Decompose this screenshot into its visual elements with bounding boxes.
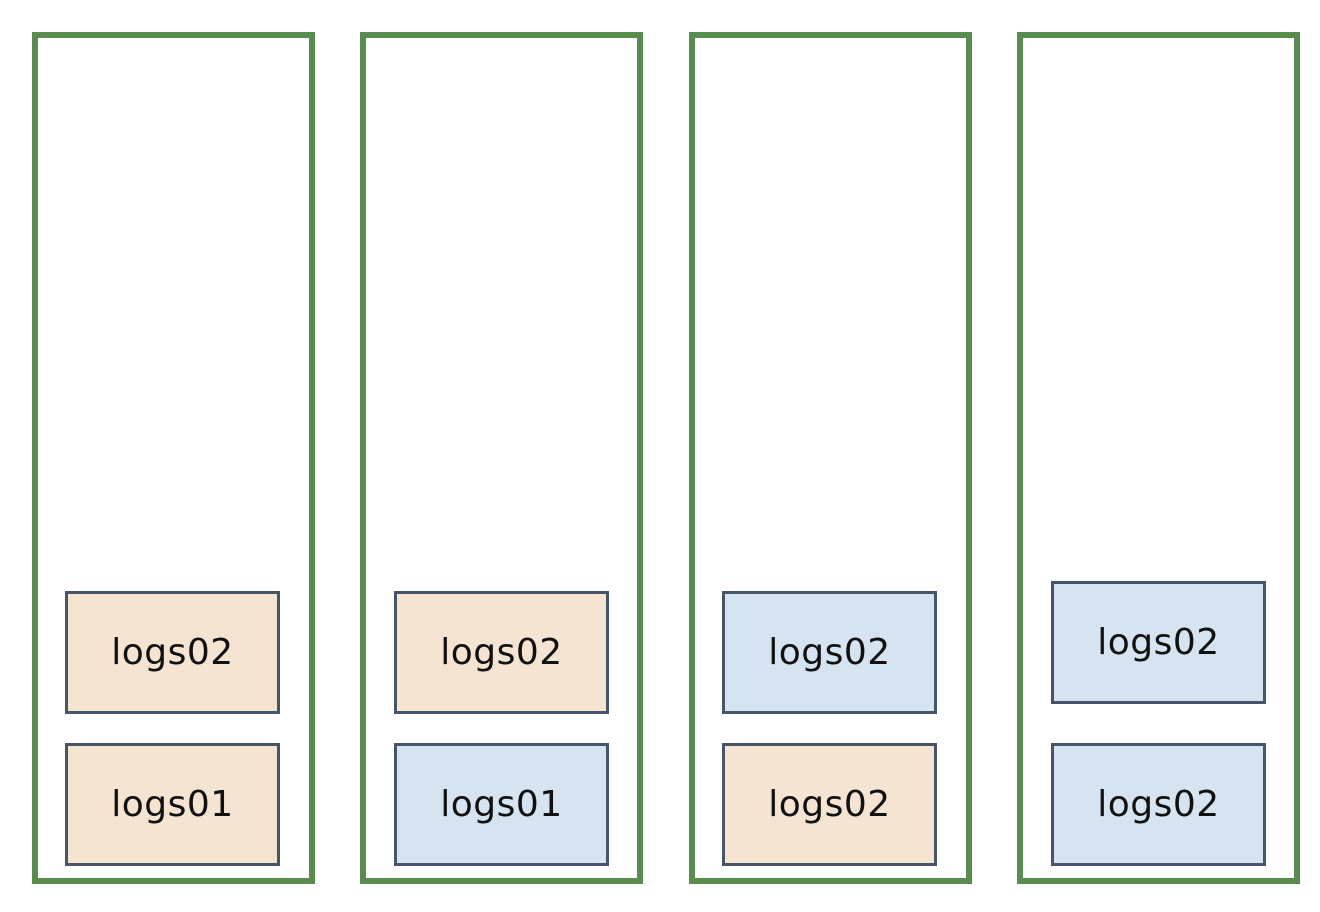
shard-label: logs01 bbox=[111, 784, 234, 825]
shard-node1-top: logs02 bbox=[65, 591, 280, 714]
shard-node3-top: logs02 bbox=[722, 591, 937, 714]
shard-label: logs01 bbox=[440, 784, 563, 825]
shard-node3-bottom: logs02 bbox=[722, 743, 937, 866]
shard-label: logs02 bbox=[768, 632, 891, 673]
shard-node1-bottom: logs01 bbox=[65, 743, 280, 866]
node-2 bbox=[360, 32, 643, 884]
node-4 bbox=[1017, 32, 1300, 884]
node-3 bbox=[689, 32, 972, 884]
shard-label: logs02 bbox=[111, 632, 234, 673]
shard-node2-bottom: logs01 bbox=[394, 743, 609, 866]
node-1 bbox=[32, 32, 315, 884]
shard-node4-bottom: logs02 bbox=[1051, 743, 1266, 866]
shard-label: logs02 bbox=[768, 784, 891, 825]
shard-label: logs02 bbox=[440, 632, 563, 673]
shard-node4-top: logs02 bbox=[1051, 581, 1266, 704]
shard-label: logs02 bbox=[1097, 784, 1220, 825]
shard-node2-top: logs02 bbox=[394, 591, 609, 714]
shard-label: logs02 bbox=[1097, 622, 1220, 663]
